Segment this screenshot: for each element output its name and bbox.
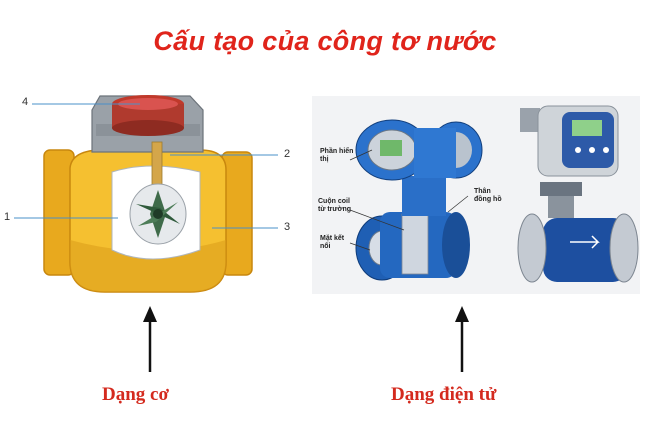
callout-3: 3: [284, 221, 290, 233]
callout-4: 4: [22, 96, 28, 108]
label-coil: Cuộn coil từ trường: [318, 198, 358, 214]
label-flange: Mặt kết nối: [320, 235, 350, 251]
label-display: Phần hiển thị: [320, 148, 354, 164]
turbine-rotor: [130, 184, 186, 244]
callout-1: 1: [4, 211, 10, 223]
arrow-right-up: [455, 306, 469, 372]
callout-2: 2: [284, 148, 290, 160]
mechanical-meter-cutaway: [14, 95, 278, 292]
caption-mechanical: Dạng cơ: [102, 384, 169, 406]
caption-electronic: Dạng điện tử: [391, 384, 496, 406]
label-body: Thân đồng hồ: [474, 188, 508, 204]
arrow-left-up: [143, 306, 157, 372]
